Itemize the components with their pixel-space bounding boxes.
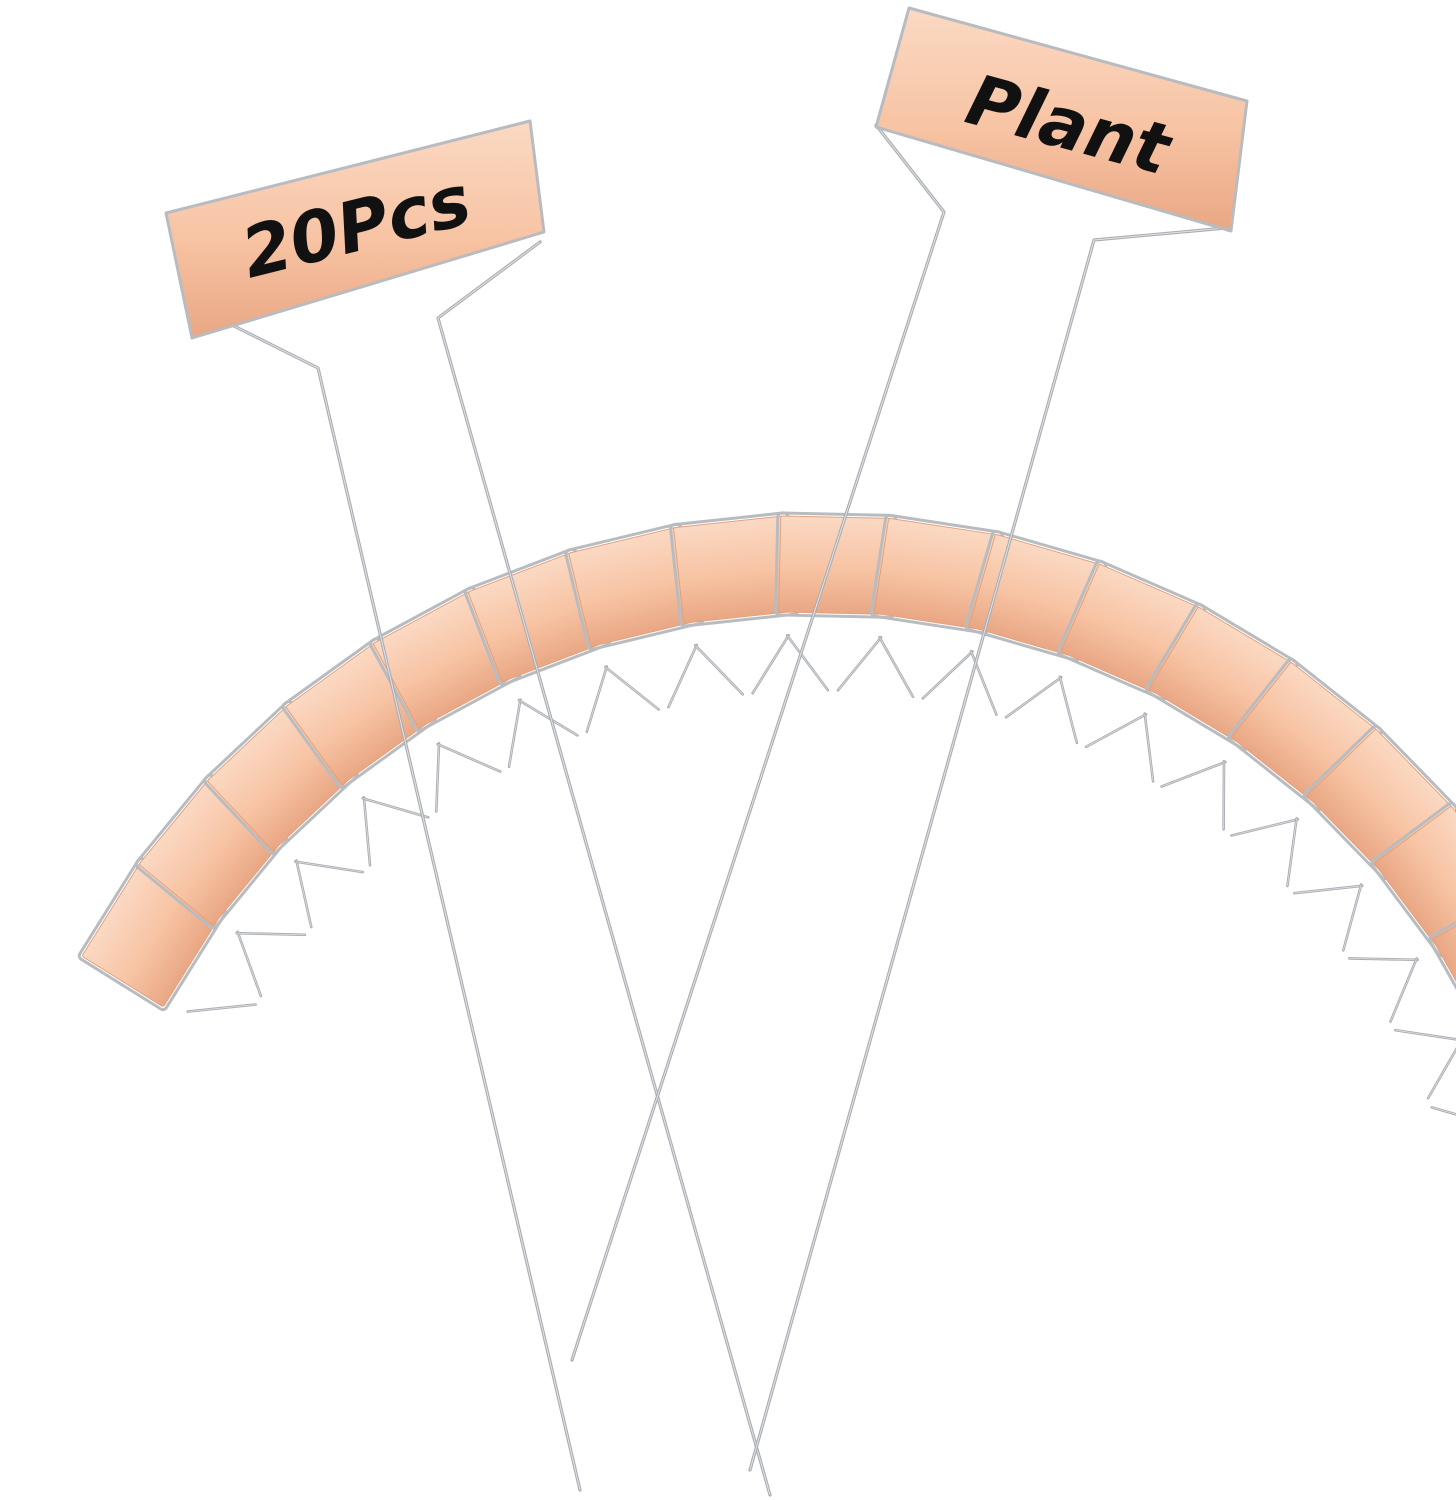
label-plate [1374,806,1456,953]
label-plate [778,515,894,615]
plate-wire-frame [1370,801,1456,958]
stake-wire-highlight [786,635,882,691]
stake-wire [604,643,698,711]
stake-wire [785,634,883,692]
stake-wire-highlight [191,241,771,1496]
stake-wire-highlight [1223,760,1298,836]
stake-wire-highlight [1342,884,1418,961]
stake-wire [517,665,609,737]
stake-wire-highlight [236,860,312,936]
featured-stakes-group: 20Pcs Plant [164,6,1249,1497]
fan-stake [1370,801,1456,958]
stake-wire-highlight [187,931,262,1012]
stake-wire-highlight [1144,713,1226,787]
fanned-stakes-group [77,511,1456,1116]
stake-wire-highlight [295,797,371,873]
stake-wire [570,123,1228,1472]
stake-wire-highlight [1059,676,1147,748]
stake-wire-highlight [879,637,973,699]
stake-wire-highlight [694,635,790,695]
stake-wire-highlight [1427,1048,1456,1115]
stake-wire-highlight [1287,818,1363,894]
stake-wire-highlight [970,651,1062,718]
featured-stake-right: Plant [570,6,1249,1472]
stake-wire [878,636,974,700]
stake-wire-highlight [1390,958,1456,1040]
fan-stake [774,511,898,619]
label-plate [874,6,1249,233]
stake-wire [693,634,790,696]
stake-wire-highlight [571,124,1227,1471]
label-plate [164,119,546,340]
stake-wire-highlight [605,644,698,710]
stake-wire [190,240,772,1497]
stake-wire-highlight [362,743,440,818]
stake-wire-highlight [437,699,521,772]
stake-wire-highlight [518,666,608,736]
